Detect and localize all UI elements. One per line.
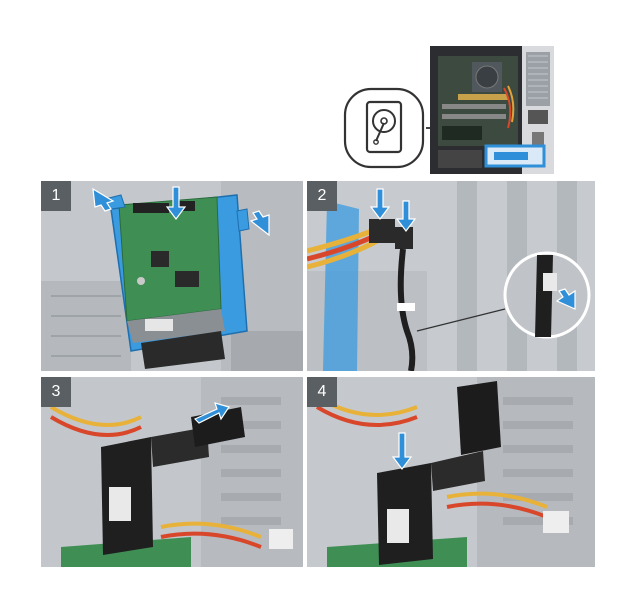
step-2-badge: 2 [307,181,337,211]
arrow-icon [391,432,413,470]
step-1-panel: 1 [41,181,303,371]
step-1-badge: 1 [41,181,71,211]
step-4-panel: 4 [307,377,595,567]
computer-overview [428,42,558,176]
step-3-panel: 3 [41,377,303,567]
arrow-icon [193,402,230,424]
step-3-badge: 3 [41,377,71,407]
arrow-icon [92,186,270,237]
step-4-badge: 4 [307,377,337,407]
arrow-icon [369,188,576,310]
step-2-panel: 2 [307,181,595,371]
hard-drive-callout [342,86,426,170]
hard-drive-icon [343,87,425,169]
